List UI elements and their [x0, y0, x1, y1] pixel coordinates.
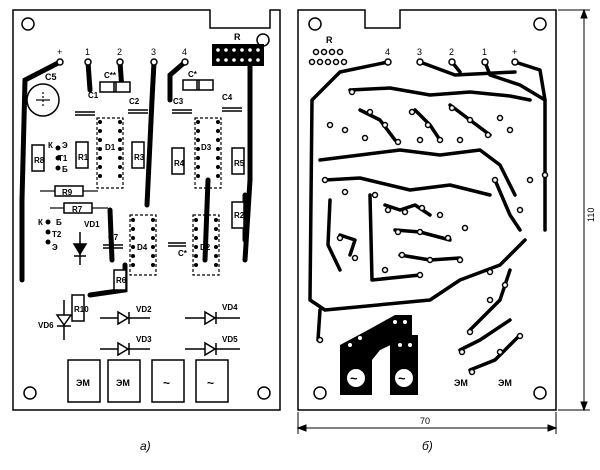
label-b-4: 4 — [385, 47, 390, 57]
dimension-height-value: 110 — [586, 208, 596, 222]
label-vd2: VD2 — [136, 305, 152, 314]
label-r4: R4 — [174, 159, 185, 168]
view-b-board: R 4 3 2 1 + ~ ~ ЭМ ЭМ 70 110 б) — [296, 8, 596, 453]
mount-hole — [21, 17, 35, 31]
mount-hole — [23, 386, 37, 400]
label-vd3: VD3 — [136, 335, 152, 344]
label-r: R — [234, 32, 241, 42]
mount-hole — [313, 386, 327, 400]
label-t2: T2 — [52, 230, 62, 239]
label-c7: C7 — [108, 233, 119, 242]
label-r9: R9 — [62, 188, 73, 197]
label-c1: C1 — [88, 91, 99, 100]
r-connector — [212, 44, 264, 66]
ic-pins — [98, 120, 220, 267]
relay-blocks — [67, 359, 229, 403]
label-d1: D1 — [105, 143, 116, 152]
label-r10: R10 — [74, 305, 89, 314]
label-c-small: C* — [178, 249, 188, 258]
label-b1: Б — [62, 165, 68, 174]
label-2: 2 — [117, 47, 122, 57]
dimension-width — [296, 412, 558, 434]
dimension-height — [558, 8, 590, 412]
mount-hole — [533, 386, 547, 400]
label-b-tilde-2: ~ — [398, 371, 406, 386]
pads-b — [316, 58, 549, 376]
label-b-1: 1 — [482, 47, 487, 57]
label-c2: C2 — [129, 97, 140, 106]
label-r6: R6 — [116, 276, 127, 285]
label-relay-3: ~ — [163, 376, 170, 390]
label-plus: + — [57, 47, 62, 57]
label-k1: К — [48, 141, 53, 150]
label-b-r: R — [326, 35, 333, 45]
label-vd5: VD5 — [222, 335, 238, 344]
label-c-top1: C** — [104, 71, 117, 80]
label-r2: R2 — [234, 211, 245, 220]
view-a-board: + 1 2 3 4 R C5 C** C* C1 C2 C3 C4 D1 D3 … — [12, 9, 281, 453]
label-r1: R1 — [78, 153, 89, 162]
label-b2: Б — [56, 218, 62, 227]
label-b-em-1: ЭМ — [454, 378, 468, 388]
dimension-width-value: 70 — [420, 416, 430, 426]
label-relay-2: ЭМ — [116, 378, 130, 388]
label-e2: Э — [52, 243, 58, 252]
caption-a: а) — [140, 439, 151, 453]
label-d4: D4 — [137, 243, 148, 252]
label-b-plus: + — [512, 47, 517, 57]
label-c-top2: C* — [188, 70, 198, 79]
label-r8: R8 — [34, 156, 45, 165]
label-d3: D3 — [201, 143, 212, 152]
label-relay-1: ЭМ — [76, 378, 90, 388]
label-c4: C4 — [222, 93, 233, 102]
label-c3: C3 — [173, 97, 184, 106]
label-relay-4: ~ — [207, 376, 214, 390]
label-b-em-2: ЭМ — [498, 378, 512, 388]
label-t1: T1 — [58, 154, 68, 163]
label-3: 3 — [151, 47, 156, 57]
diodes — [100, 310, 240, 357]
traces-b — [308, 60, 547, 372]
label-b-2: 2 — [449, 47, 454, 57]
label-r7: R7 — [72, 205, 83, 214]
mount-hole — [533, 17, 547, 31]
label-k2: К — [38, 218, 43, 227]
label-b-tilde-1: ~ — [350, 371, 358, 386]
label-r5: R5 — [234, 159, 245, 168]
resistors — [31, 141, 245, 322]
caption-b: б) — [422, 439, 433, 453]
label-vd1: VD1 — [84, 220, 100, 229]
label-c5: C5 — [45, 72, 57, 82]
label-vd4: VD4 — [222, 303, 238, 312]
label-b-3: 3 — [417, 47, 422, 57]
label-e1: Э — [62, 141, 68, 150]
label-r3: R3 — [134, 153, 145, 162]
label-d2: D2 — [200, 243, 211, 252]
label-vd6: VD6 — [38, 321, 54, 330]
mount-hole — [308, 17, 322, 31]
mount-hole — [257, 386, 271, 400]
label-1: 1 — [85, 47, 90, 57]
label-4: 4 — [182, 47, 187, 57]
